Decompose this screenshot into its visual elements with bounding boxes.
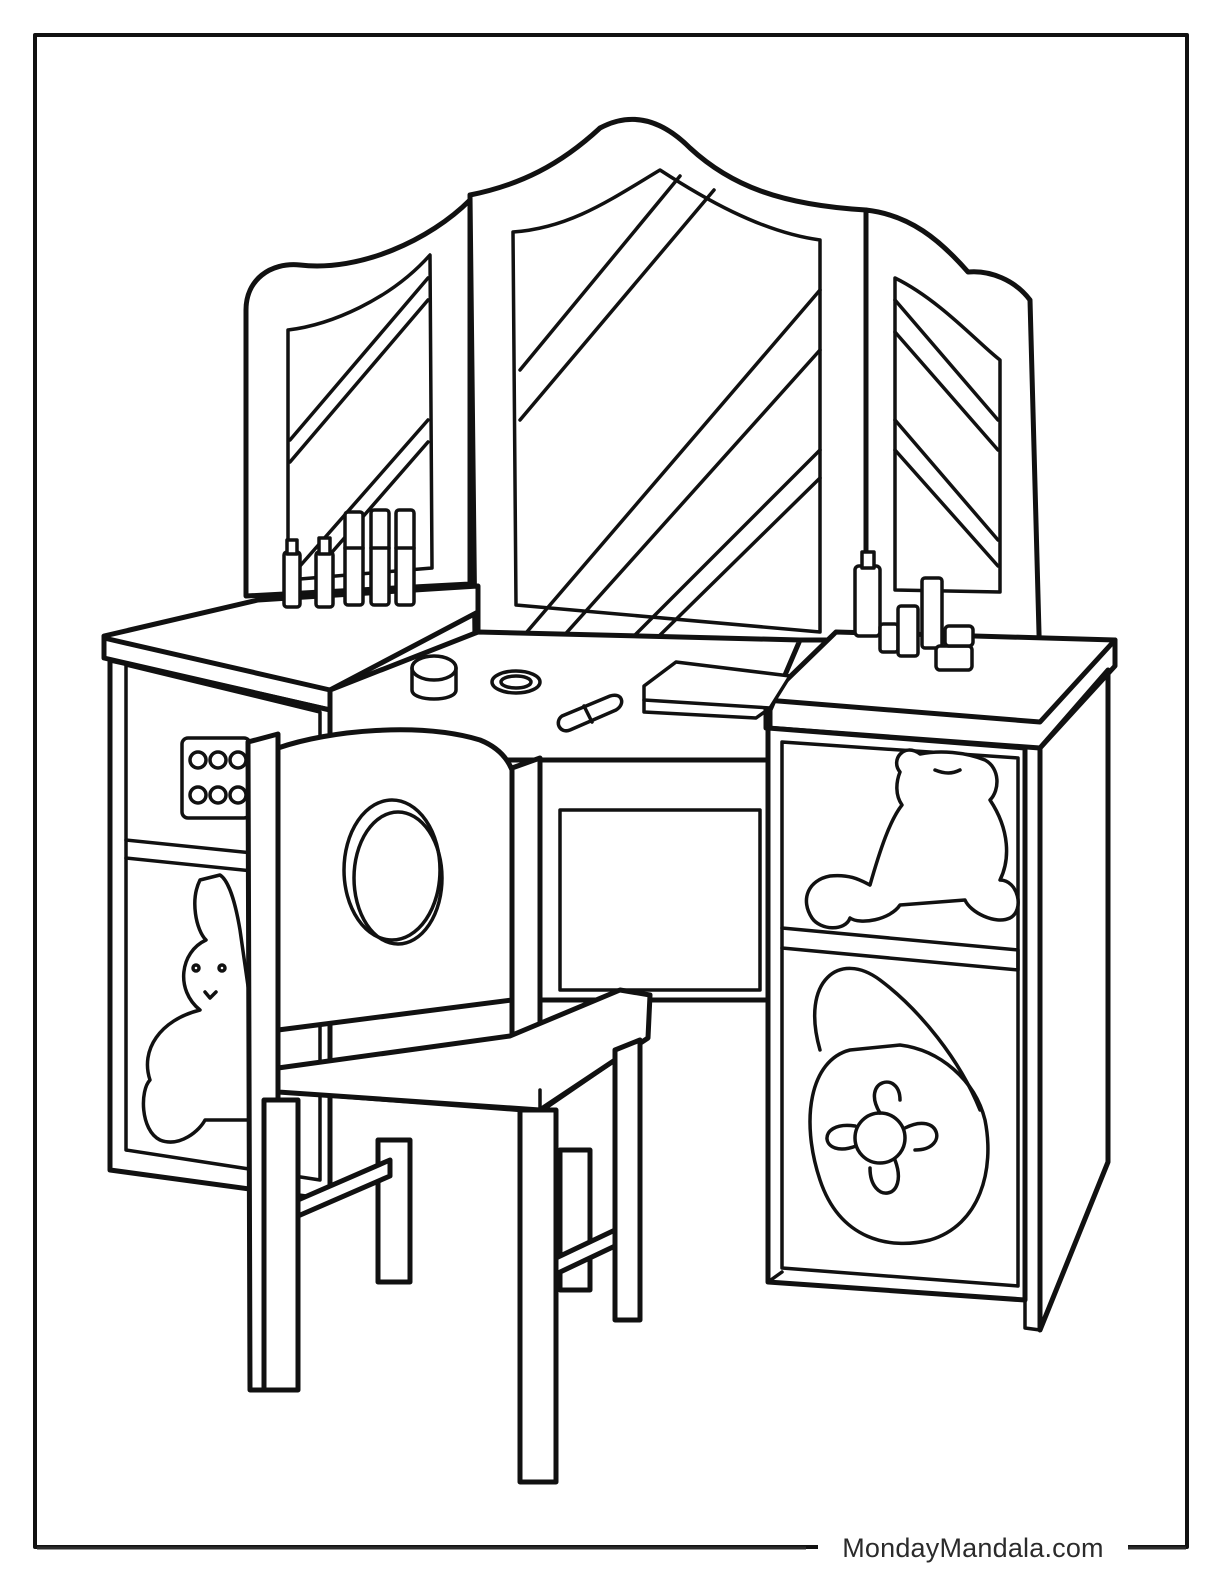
mascara-tube <box>343 510 365 607</box>
tri-fold-mirror <box>243 116 1043 673</box>
mascara-tube <box>920 576 944 650</box>
nail-polish <box>896 604 920 658</box>
powder-jar <box>410 654 458 682</box>
lipstick-tube <box>282 550 302 609</box>
chair <box>245 727 653 1485</box>
footer-rules <box>37 1546 1186 1550</box>
eyeshadow-palette <box>642 660 792 710</box>
bear-plush <box>804 748 1020 930</box>
chair-stretcher <box>295 1157 393 1219</box>
nail-polish-cube <box>934 644 974 672</box>
right-cabinet-shelf <box>780 926 1020 972</box>
cosmetics-left <box>282 508 416 609</box>
mascara-tube <box>394 508 416 607</box>
flower-center <box>853 1111 907 1165</box>
nail-polish <box>878 622 900 654</box>
foundation-bottle <box>853 564 882 638</box>
desk-drawer-front <box>558 808 762 992</box>
footer-brand: MondayMandala.com <box>818 1530 1128 1566</box>
right-cabinet-toys <box>804 748 1020 1246</box>
lipstick-tube <box>314 550 335 609</box>
cosmetics-right <box>853 550 975 672</box>
footer: MondayMandala.com <box>0 1530 1224 1566</box>
mascara-tube <box>369 508 391 607</box>
lipstick <box>556 693 624 733</box>
chair-right-post <box>509 755 543 1043</box>
eyeshadow-case <box>180 736 252 820</box>
desk-items <box>410 654 792 733</box>
chair-backrest-oval <box>342 798 442 942</box>
